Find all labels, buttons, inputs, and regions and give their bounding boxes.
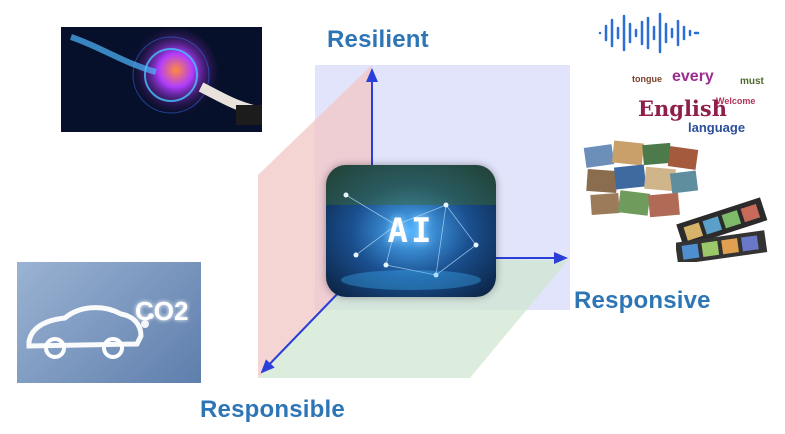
- ai-center-image: AI: [326, 165, 496, 297]
- brain-touch-image: [61, 27, 262, 132]
- sound-wave-icon: [598, 12, 700, 54]
- co2-text: CO2: [135, 296, 189, 326]
- wordcloud-word: Welcome: [716, 96, 756, 106]
- label-responsible: Responsible: [200, 396, 345, 423]
- label-responsive: Responsive: [574, 287, 711, 314]
- film-strip-image: [676, 197, 768, 262]
- label-resilient: Resilient: [327, 26, 429, 53]
- wordcloud-word: tongue: [632, 74, 662, 84]
- wordcloud-word: language: [688, 120, 746, 135]
- photo-collage-image: [583, 140, 699, 218]
- wordcloud-word: must: [740, 76, 764, 87]
- word-cloud-image: every tongue must Welcome English langua…: [628, 66, 768, 138]
- car-co2-image: CO2: [17, 262, 201, 383]
- wordcloud-word: every: [672, 68, 714, 85]
- ai-label: AI: [387, 211, 435, 251]
- plane-left-red: [258, 65, 372, 378]
- wordcloud-word: English: [638, 96, 728, 121]
